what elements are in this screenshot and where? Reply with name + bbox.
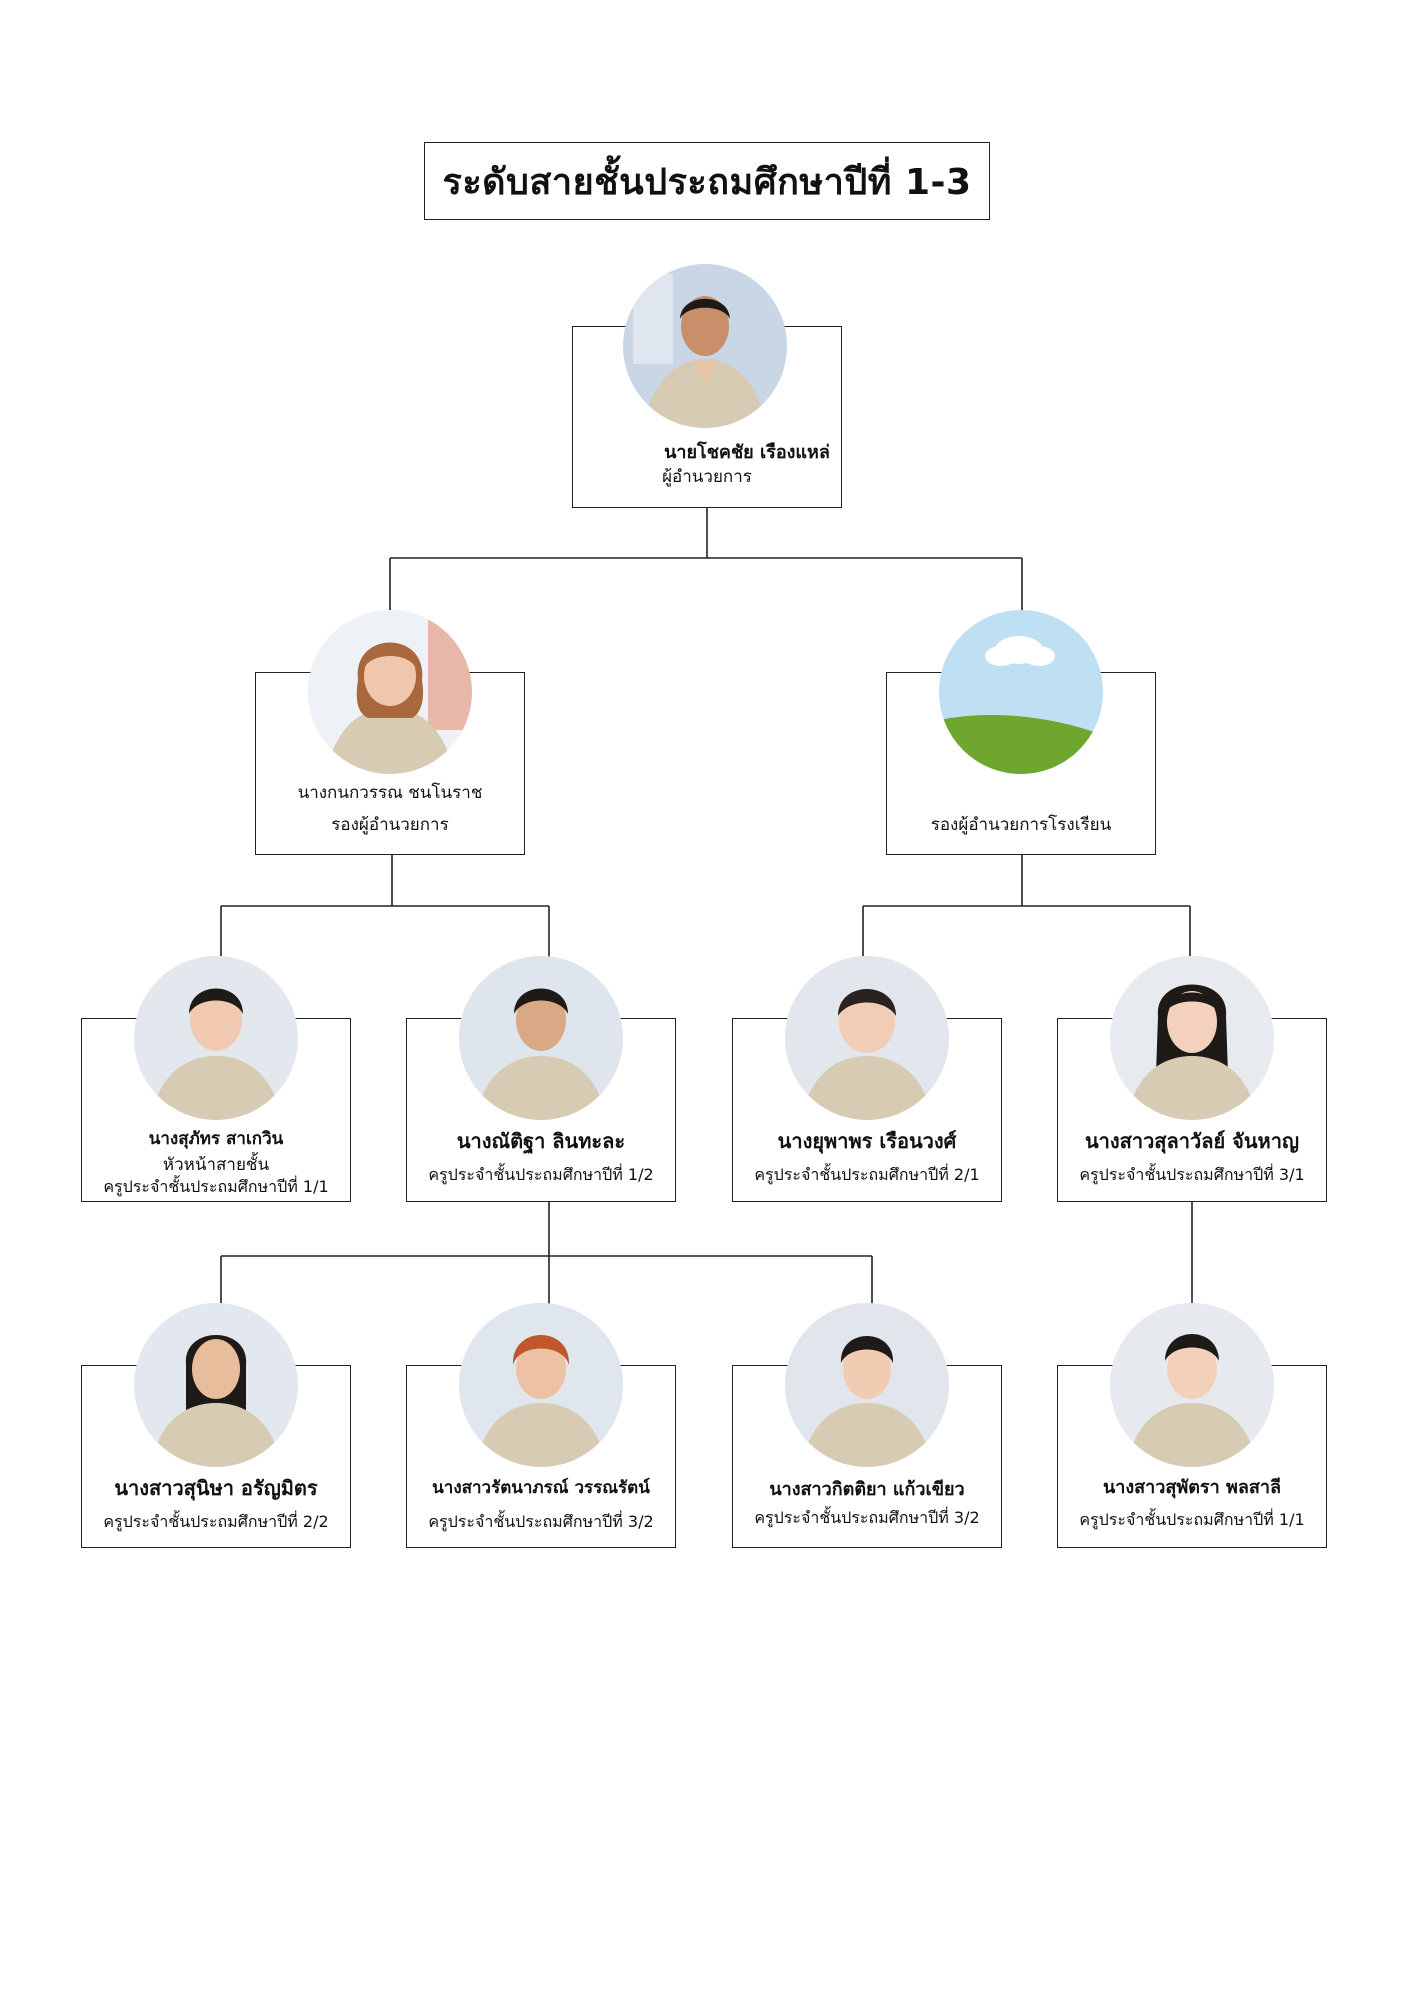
person-portrait-icon	[623, 264, 787, 428]
person-portrait-icon	[785, 1303, 949, 1467]
teacher-photo	[1110, 1303, 1274, 1467]
teacher-name: นางสาวรัตนาภรณ์ วรรณรัตน์	[432, 1478, 650, 1498]
teacher-role: ครูประจำชั้นประถมศึกษาปีที่ 2/2	[103, 1512, 329, 1531]
teacher-role: ครูประจำชั้นประถมศึกษาปีที่ 2/1	[754, 1165, 980, 1184]
teacher-role: ครูประจำชั้นประถมศึกษาปีที่ 3/2	[754, 1508, 980, 1527]
teacher-role: ครูประจำชั้นประถมศึกษาปีที่ 3/2	[428, 1512, 654, 1531]
teacher-photo	[1110, 956, 1274, 1120]
teacher-photo	[785, 1303, 949, 1467]
deputy-role-2: รองผู้อำนวยการโรงเรียน	[930, 815, 1112, 835]
person-portrait-icon	[1110, 1303, 1274, 1467]
deputy-photo-1	[308, 610, 472, 774]
teacher-name: นางสุภัทร สาเกวิน	[148, 1129, 284, 1149]
teacher-role: หัวหน้าสายชั้น	[162, 1155, 270, 1175]
director-name: นายโชคชัย เรืองแหล่	[664, 442, 830, 463]
teacher-name: นางสาวสุพัตรา พลสาลี	[1102, 1477, 1281, 1498]
teacher-name: นางสาวกิตติยา แก้วเขียว	[769, 1479, 965, 1500]
teacher-role-2: ครูประจำชั้นประถมศึกษาปีที่ 1/1	[103, 1177, 329, 1196]
teacher-name: นางยุพาพร เรือนวงศ์	[777, 1129, 957, 1153]
teacher-role: ครูประจำชั้นประถมศึกษาปีที่ 1/1	[1079, 1510, 1305, 1529]
director-photo	[623, 264, 787, 428]
landscape-placeholder-icon	[939, 610, 1103, 774]
teacher-name: นางสาวสุนิษา อรัญมิตร	[114, 1476, 318, 1500]
teacher-role: ครูประจำชั้นประถมศึกษาปีที่ 1/2	[428, 1165, 654, 1184]
chart-title: ระดับสายชั้นประถมศึกษาปีที่ 1-3	[442, 161, 972, 203]
teacher-card-r4-3: นางสาวกิตติยา แก้วเขียว ครูประจำชั้นประถ…	[732, 1365, 1002, 1548]
deputy-name-1: นางกนกวรรณ ชนโนราช	[297, 783, 483, 803]
person-portrait-icon	[785, 956, 949, 1120]
deputy-photo-2	[939, 610, 1103, 774]
person-portrait-icon	[459, 1303, 623, 1467]
teacher-photo	[134, 1303, 298, 1467]
teacher-role: ครูประจำชั้นประถมศึกษาปีที่ 3/1	[1079, 1165, 1305, 1184]
director-role: ผู้อำนวยการ	[662, 467, 752, 487]
teacher-name: นางสาวสุลาวัลย์ จันหาญ	[1084, 1129, 1300, 1153]
chart-title-box: ระดับสายชั้นประถมศึกษาปีที่ 1-3	[424, 142, 990, 220]
teacher-photo	[785, 956, 949, 1120]
person-portrait-icon	[134, 956, 298, 1120]
deputy-role-1: รองผู้อำนวยการ	[331, 815, 449, 835]
person-portrait-icon	[308, 610, 472, 774]
teacher-photo	[134, 956, 298, 1120]
person-portrait-icon	[459, 956, 623, 1120]
teacher-photo	[459, 956, 623, 1120]
teacher-photo	[459, 1303, 623, 1467]
person-portrait-icon	[134, 1303, 298, 1467]
teacher-name: นางณัติฐา ลินทะละ	[456, 1129, 626, 1153]
person-portrait-icon	[1110, 956, 1274, 1120]
